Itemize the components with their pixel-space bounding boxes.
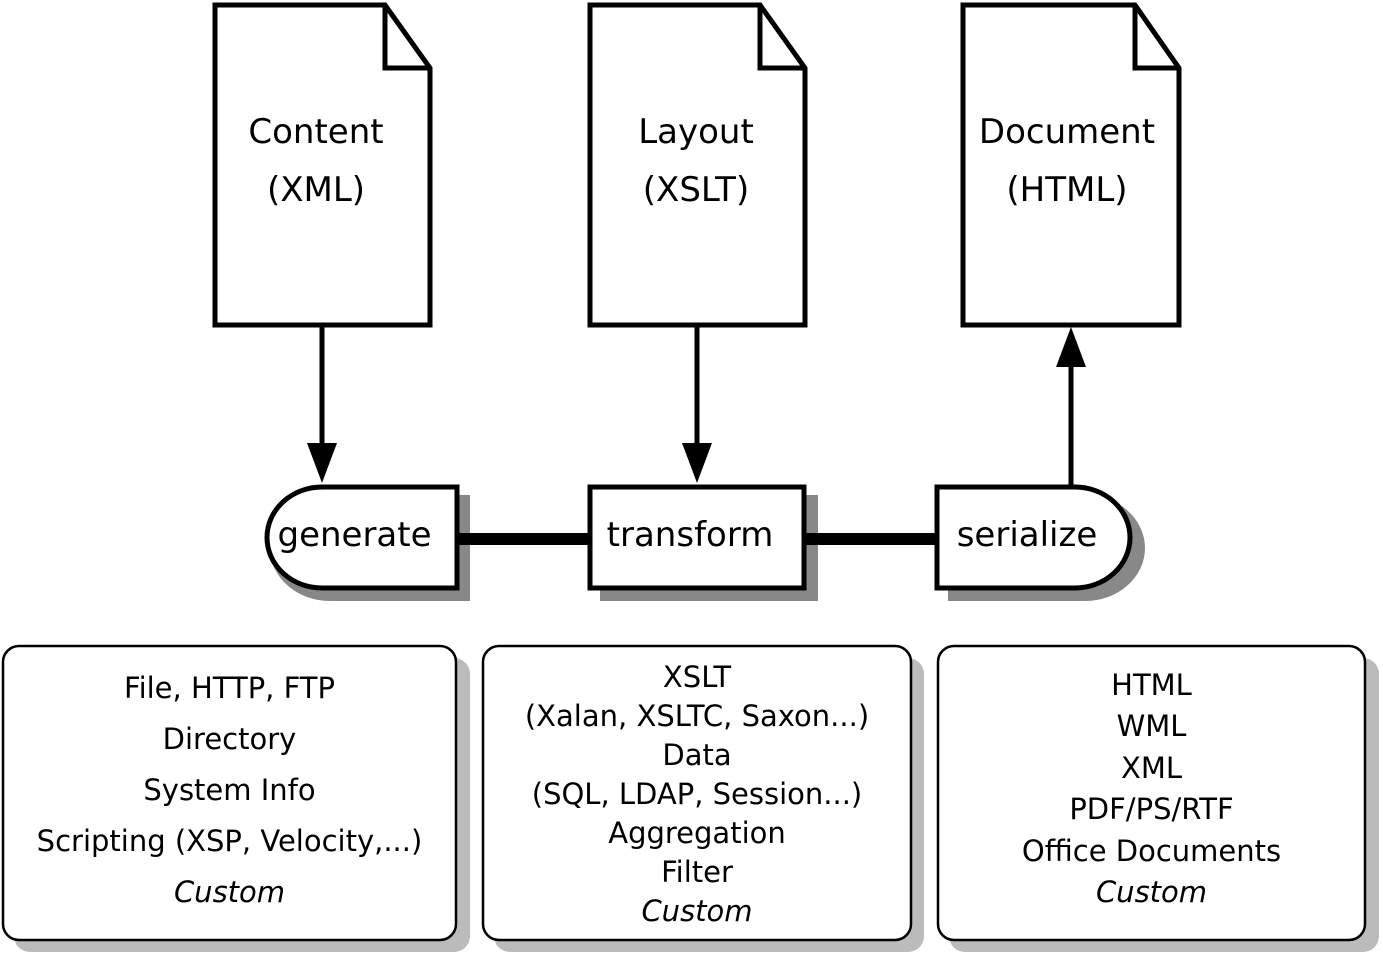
transform-item: Filter (661, 854, 733, 889)
layout-document-name: Layout (638, 112, 754, 152)
connector-generate-transform (455, 533, 591, 545)
layout-document-shape (587, 2, 808, 328)
connector-transform-serialize (804, 533, 938, 545)
serialize-item: Office Documents (1021, 833, 1282, 868)
transform-list: XSLT (Xalan, XSLTC, Saxon...) Data (SQL,… (483, 656, 911, 932)
transform-item-custom: Custom (641, 893, 753, 928)
generate-item: System Info (143, 772, 316, 807)
arrowhead-document (1056, 327, 1086, 367)
html-document-label: Document (HTML) (959, 103, 1175, 219)
serialize-item: PDF/PS/RTF (1069, 792, 1234, 826)
generate-item: File, HTTP, FTP (124, 670, 335, 705)
transform-item: (SQL, LDAP, Session...) (531, 776, 863, 811)
layout-document-format: (XSLT) (642, 170, 750, 210)
generate-item: Scripting (XSP, Velocity,...) (36, 823, 423, 858)
transform-stage-label: transform (606, 515, 774, 555)
content-document-label: Content (XML) (208, 103, 424, 219)
content-document-format: (XML) (266, 170, 366, 210)
transform-stage-shape (587, 484, 807, 591)
serialize-stage-shape (934, 484, 1133, 591)
html-document-shape (960, 2, 1182, 328)
html-document-name: Document (978, 112, 1156, 152)
generate-list-box (1, 644, 458, 942)
generate-stage-shape (264, 484, 460, 591)
content-document-fold (382, 5, 430, 71)
serialize-list-box (936, 644, 1367, 942)
transform-item: (Xalan, XSLTC, Saxon...) (524, 698, 870, 733)
generate-stage-label: generate (277, 515, 432, 555)
transform-item: Data (662, 737, 732, 772)
serialize-item: WML (1116, 709, 1187, 743)
html-document-fold (1132, 5, 1179, 71)
serialize-list: HTML WML XML PDF/PS/RTF Office Documents… (938, 664, 1365, 914)
arrowhead-transform (682, 443, 712, 483)
content-document-name: Content (248, 112, 384, 152)
transform-list-box (481, 644, 913, 942)
layout-document-label: Layout (XSLT) (588, 103, 804, 219)
serialize-item: HTML (1111, 667, 1192, 702)
generate-item-custom: Custom (173, 874, 286, 909)
generate-list: File, HTTP, FTP Directory System Info Sc… (3, 660, 456, 920)
transform-item: Aggregation (608, 815, 786, 850)
generate-item: Directory (162, 721, 297, 756)
serialize-stage-label: serialize (956, 515, 1098, 555)
serialize-item-custom: Custom (1095, 875, 1208, 909)
transform-item: XSLT (662, 659, 732, 694)
content-document-shape (212, 2, 433, 328)
layout-document-fold (757, 5, 805, 71)
serialize-item: XML (1120, 750, 1183, 785)
arrowhead-generate (307, 443, 337, 483)
html-document-format: (HTML) (1006, 170, 1128, 210)
